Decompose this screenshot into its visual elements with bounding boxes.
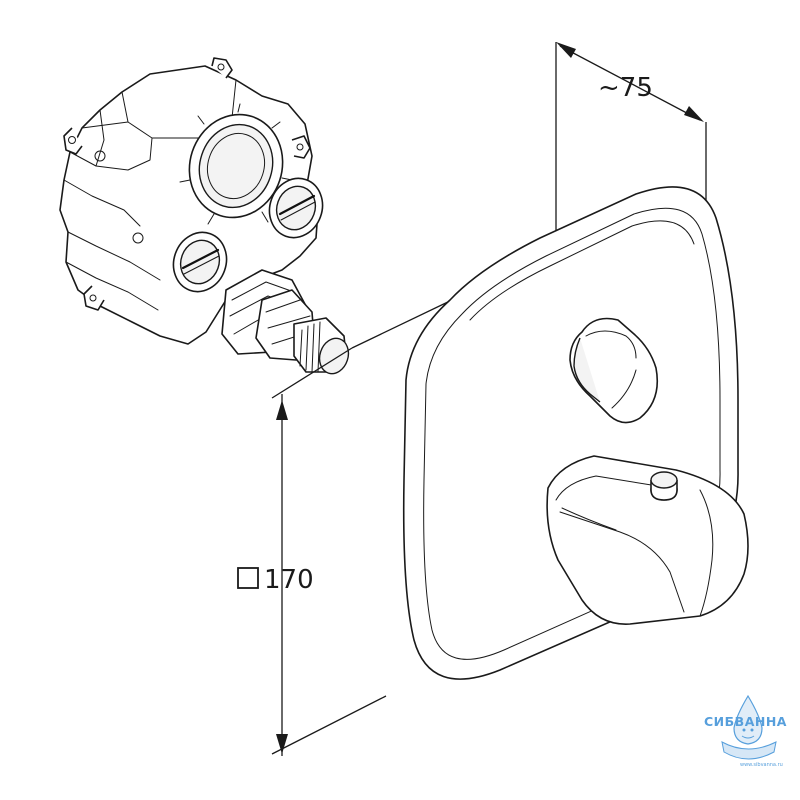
thermostat-handle — [546, 455, 749, 625]
extension-lines — [271, 42, 707, 756]
stop-screw-left — [172, 231, 228, 293]
square-symbol-icon — [237, 567, 259, 589]
valve-cartridge — [221, 269, 350, 375]
concealed-valve-body — [59, 57, 350, 375]
water-drop-bathtub-icon — [721, 694, 777, 760]
diverter-lever — [569, 317, 659, 424]
depth-label: ~75 — [598, 73, 653, 103]
size-label: 170 — [264, 565, 314, 595]
depth-dimension: ~75 — [556, 42, 704, 122]
height-dimension: 170 — [237, 400, 314, 754]
watermark-brand: СИБВАННА — [704, 714, 787, 729]
stop-screw-right — [268, 177, 324, 239]
watermark-url: www.sibvanna.ru — [740, 762, 783, 768]
watermark: СИБВАННА www.sibvanna.ru — [704, 694, 787, 768]
